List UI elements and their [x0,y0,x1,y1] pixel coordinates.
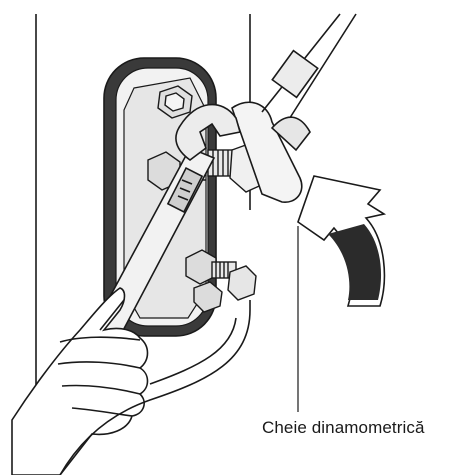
rotation-arrow-icon [298,176,384,306]
hex-bolt-icon [186,250,256,312]
torque-wrench-label: Cheie dinamometrică [262,418,425,438]
